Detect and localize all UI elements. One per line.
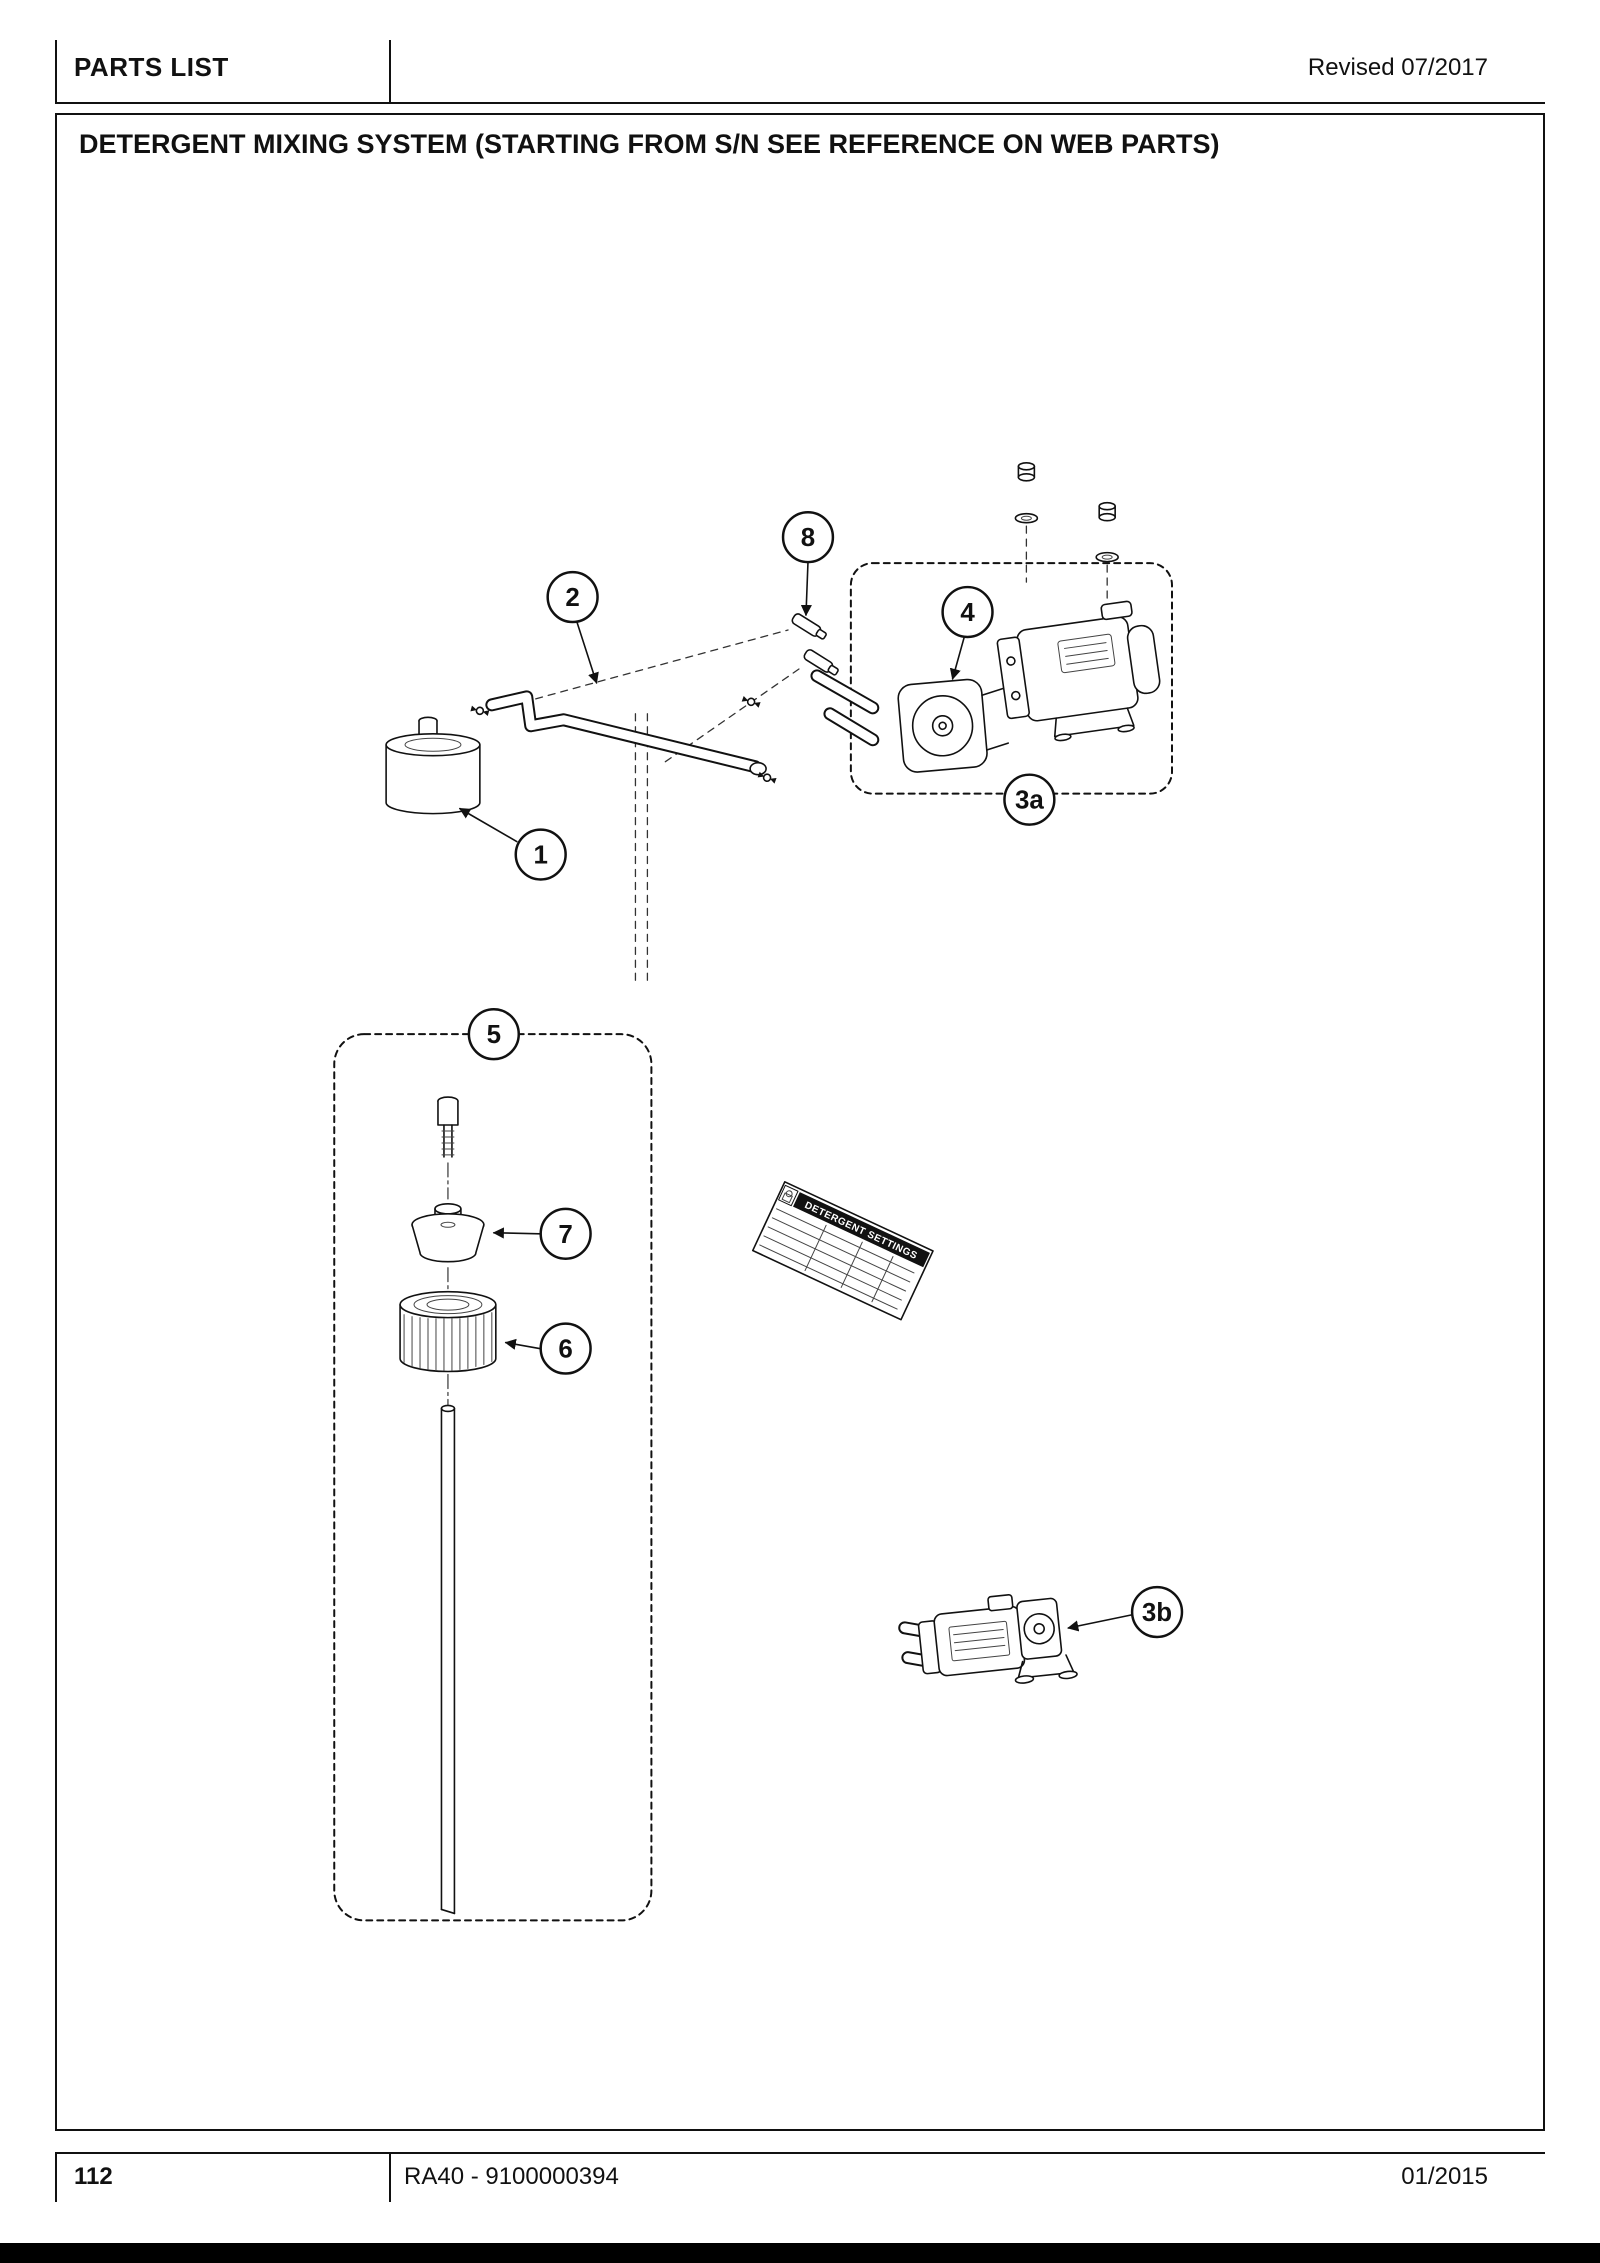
header-divider (389, 40, 391, 102)
pump-assembly-3b-drawing (898, 1594, 1078, 1684)
gear-motor-drawing (996, 600, 1161, 742)
callout-2: 2 (546, 570, 599, 624)
tank-fitting-drawing (437, 1096, 459, 1200)
mounting-screw-icon (1098, 501, 1116, 522)
svg-text:5: 5 (487, 1021, 501, 1049)
suction-group-5-outline (333, 1033, 653, 1922)
leader-lines (458, 561, 1132, 1632)
callout-5: 5 (467, 1007, 521, 1061)
callout-3b: 3b (1130, 1585, 1184, 1639)
svg-text:6: 6 (558, 1336, 572, 1364)
footer-rule (55, 2152, 1545, 2154)
hose-routing-dashes (535, 525, 1108, 986)
callout-4: 4 (941, 585, 994, 639)
grommet-drawing (411, 1203, 485, 1292)
callout-3a: 3a (1003, 773, 1056, 826)
page-title: PARTS LIST (74, 52, 229, 82)
footer-left-rule (55, 2152, 57, 2202)
header-rule (55, 102, 1545, 104)
svg-text:3b: 3b (1142, 1599, 1172, 1627)
svg-text:8: 8 (801, 524, 815, 552)
footer-date: 01/2015 (1401, 2163, 1488, 2190)
diagram-title: DETERGENT MIXING SYSTEM (STARTING FROM S… (79, 129, 1220, 159)
filter-canister-drawing (385, 716, 481, 815)
suction-tube-drawing (440, 1404, 456, 1915)
detergent-settings-sticker: DETERGENT SETTINGS (751, 1180, 934, 1321)
diagram-frame: DETERGENT MIXING SYSTEM (STARTING FROM S… (55, 113, 1545, 2131)
revision-date: Revised 07/2017 (1307, 54, 1488, 81)
suction-hose-drawing (485, 690, 767, 776)
callout-8: 8 (781, 510, 835, 564)
washer-icon (1095, 551, 1119, 563)
hose-clamp-icon (741, 695, 761, 708)
check-valve-icon (791, 613, 827, 640)
svg-text:4: 4 (960, 599, 975, 627)
page-bottom-bar (0, 2243, 1600, 2263)
page-number: 112 (74, 2163, 113, 2190)
callout-1: 1 (514, 828, 567, 881)
hose-clamp-icon (757, 771, 777, 784)
pump-head-drawing (810, 669, 1009, 773)
callout-7: 7 (539, 1207, 592, 1260)
mounting-screw-icon (1017, 462, 1036, 482)
svg-text:2: 2 (565, 584, 579, 612)
washer-icon (1014, 512, 1039, 524)
svg-text:7: 7 (558, 1221, 572, 1249)
header-left-rule (55, 40, 57, 102)
ring-nut-drawing (399, 1290, 497, 1406)
check-valve-icon (803, 649, 839, 676)
hose-clamp-icon (470, 705, 490, 717)
footer-divider (389, 2152, 391, 2202)
callout-6: 6 (539, 1322, 592, 1375)
svg-text:1: 1 (533, 842, 547, 870)
svg-text:3a: 3a (1015, 787, 1044, 815)
model-number: RA40 - 9100000394 (404, 2163, 619, 2190)
exploded-parts-diagram: DETERGENT SETTINGS (333, 462, 1184, 1922)
